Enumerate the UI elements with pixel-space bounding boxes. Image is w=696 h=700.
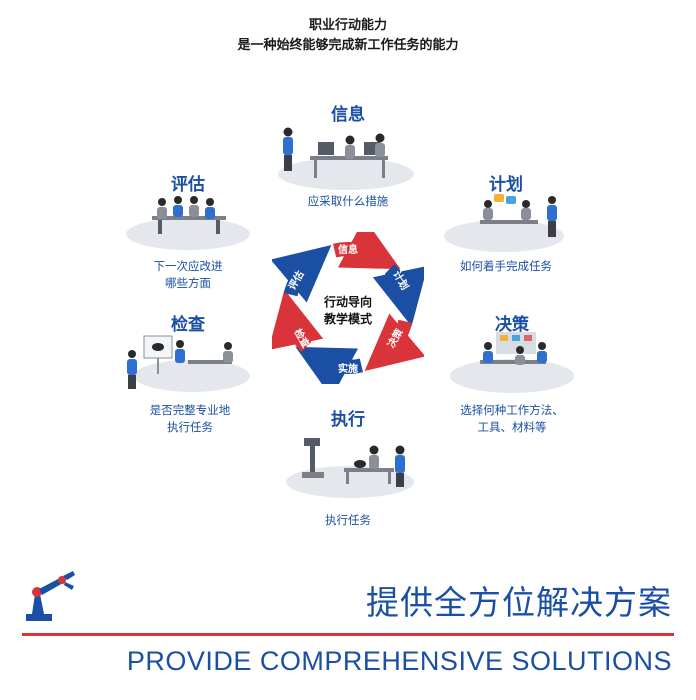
node-evaluate: 评估 [138, 170, 238, 195]
cycle-arrow-5 [272, 289, 324, 352]
cycle-arrow-6 [272, 244, 332, 303]
node-info: 信息 [298, 100, 398, 125]
cycle-arrow-1 [333, 232, 401, 270]
node-decide-desc-line-2: 工具、材料等 [477, 420, 547, 434]
header-line-2: 是一种始终能够完成新工作任务的能力 [237, 38, 459, 53]
node-check-desc-line-2: 执行任务 [167, 420, 213, 434]
cycle-arrow-2 [372, 264, 424, 327]
plan-scene-illustration [444, 194, 564, 252]
check-scene-illustration [127, 335, 250, 392]
footer-slogan-cn: 提供全方位解决方案 [366, 583, 672, 622]
node-check-title: 检查 [171, 315, 205, 335]
node-evaluate-title: 评估 [171, 175, 205, 195]
cycle-arrow-4 [295, 346, 363, 384]
node-evaluate-desc: 下一次应改进 哪些方面 [118, 258, 258, 292]
node-info-desc-line: 应采取什么措施 [307, 194, 389, 208]
footer-divider [22, 633, 674, 636]
cycle-label-execute: 实施 [338, 362, 358, 375]
node-plan-desc: 如何着手完成任务 [436, 258, 576, 275]
info-scene-illustration [278, 127, 414, 190]
node-decide-desc: 选择何种工作方法、 工具、材料等 [432, 402, 592, 436]
cycle-label-info: 信息 [338, 243, 358, 256]
node-info-desc: 应采取什么措施 [288, 193, 408, 210]
node-plan: 计划 [456, 170, 556, 195]
node-check-desc-line-1: 是否完整专业地 [149, 403, 231, 417]
node-plan-desc-line: 如何着手完成任务 [460, 259, 552, 273]
node-info-title: 信息 [331, 105, 365, 125]
header-line-1: 职业行动能力 [308, 18, 387, 33]
cycle-center-line-1: 行动导向 [323, 295, 372, 309]
node-decide: 决策 [462, 310, 562, 335]
footer-slogan-en: PROVIDE COMPREHENSIVE SOLUTIONS [126, 646, 672, 676]
cycle-arrow-3 [364, 313, 424, 372]
evaluate-scene-illustration [126, 196, 250, 250]
robot-arm-icon [26, 571, 75, 621]
node-decide-title: 决策 [495, 315, 529, 335]
node-execute-desc: 执行任务 [288, 512, 408, 529]
cycle-diagram: 信息 计划 决策 实施 检查 评估 [272, 232, 424, 384]
node-execute-title: 执行 [331, 410, 365, 430]
node-execute-desc-line: 执行任务 [325, 513, 371, 527]
node-decide-desc-line-1: 选择何种工作方法、 [460, 403, 564, 417]
node-check-desc: 是否完整专业地 执行任务 [120, 402, 260, 436]
decide-scene-illustration [450, 332, 574, 393]
node-plan-title: 计划 [489, 175, 523, 195]
execute-scene-illustration [286, 438, 414, 498]
node-evaluate-desc-line-2: 哪些方面 [165, 276, 211, 290]
node-evaluate-desc-line-1: 下一次应改进 [153, 259, 223, 273]
node-execute: 执行 [298, 405, 398, 430]
cycle-center-line-2: 教学模式 [323, 312, 372, 326]
node-check: 检查 [138, 310, 238, 335]
